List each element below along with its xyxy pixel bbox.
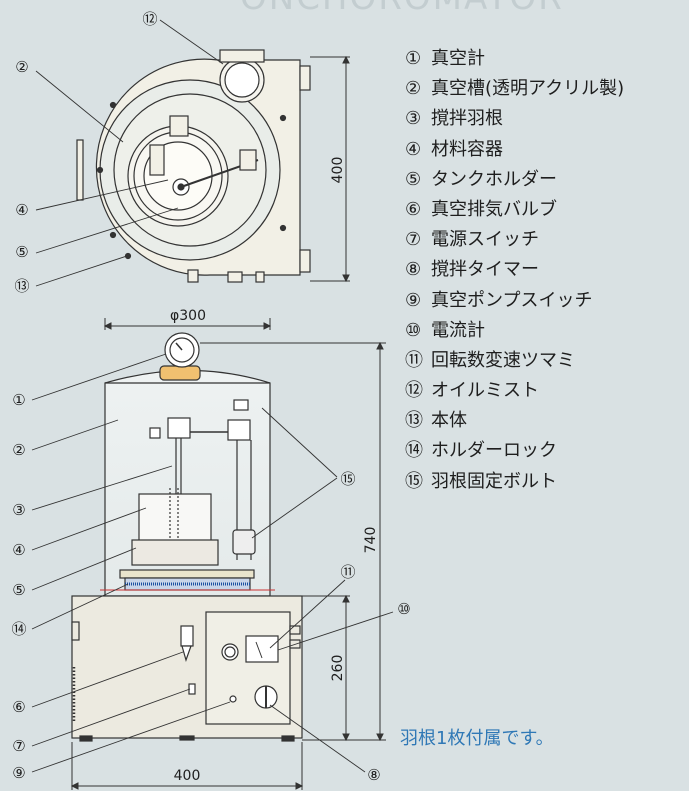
front-view (71, 332, 303, 742)
callout-numbers: ⑫ ② ④ ⑤ ⑬ ① ② ③ ④ ⑤ ⑭ ⑥ ⑦ ⑨ ⑮ ⑪ ⑩ ⑧ (11, 10, 410, 784)
callout-15: ⑮ (340, 470, 355, 488)
callout-1: ① (12, 391, 25, 409)
header-watermark: ONCHOROMATOR (240, 0, 564, 18)
dim-total-height: 740 (363, 527, 379, 554)
leader-lines (31, 19, 394, 773)
callout-12: ⑫ (142, 10, 157, 28)
top-view (76, 49, 311, 283)
callout-8: ⑧ (367, 766, 380, 784)
callout-2-front: ② (12, 441, 25, 459)
callout-3: ③ (12, 501, 25, 519)
callout-4-front: ④ (12, 541, 25, 559)
callout-7: ⑦ (12, 737, 25, 755)
dim-diameter: φ300 (170, 308, 206, 324)
accessory-note: 羽根1枚付属です。 (400, 728, 554, 749)
callout-2-top: ② (15, 58, 28, 76)
dim-base-width: 400 (174, 768, 201, 784)
callout-5-front: ⑤ (12, 581, 25, 599)
callout-6: ⑥ (12, 698, 25, 716)
callout-14: ⑭ (11, 620, 26, 638)
dim-base-height: 260 (330, 655, 346, 682)
callout-9: ⑨ (12, 764, 25, 782)
dim-top-depth: 400 (330, 157, 346, 184)
callout-11: ⑪ (340, 563, 355, 581)
dimension-lines (70, 55, 386, 790)
callout-10: ⑩ (397, 600, 410, 618)
callout-4-top: ④ (15, 201, 28, 219)
callout-13: ⑬ (14, 277, 29, 295)
callout-5-top: ⑤ (15, 243, 28, 261)
